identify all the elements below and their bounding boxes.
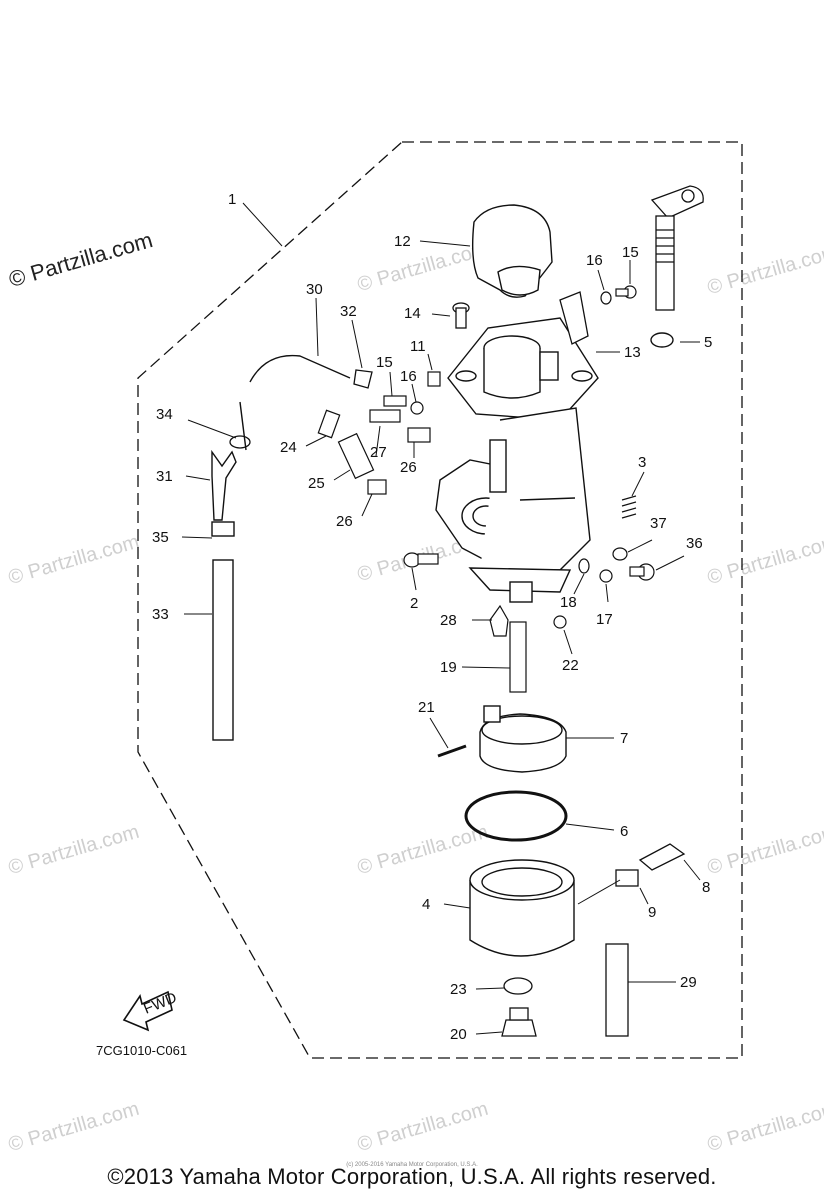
part-3-spring	[621, 495, 637, 519]
part-25	[337, 432, 375, 480]
small-parts-left	[317, 371, 441, 495]
part-15-screw-b	[383, 395, 407, 407]
part-11	[427, 371, 441, 387]
part-15-screw	[615, 285, 637, 299]
label-part-15: 15	[622, 244, 639, 261]
label-part-31: 31	[156, 468, 173, 485]
carburetor-body	[435, 407, 591, 603]
hoses-left	[211, 354, 351, 741]
part-6-gasket	[464, 790, 568, 842]
part-labels: 1 2 3 4 5 6 7 8 9 11 12 13 14 15 15 16 1…	[152, 191, 712, 1043]
part-7-float	[479, 705, 567, 773]
part-16-washer-b	[410, 401, 424, 415]
label-part-15b: 15	[376, 354, 393, 371]
label-part-16b: 16	[400, 368, 417, 385]
label-part-1: 1	[228, 191, 236, 208]
label-part-36: 36	[686, 535, 703, 552]
small-parts-right	[403, 547, 655, 629]
label-part-17: 17	[596, 611, 613, 628]
needle-and-jet	[489, 604, 527, 693]
part-21-pin	[437, 744, 467, 758]
part-16-washer	[600, 291, 612, 305]
label-part-26b: 26	[400, 459, 417, 476]
label-part-33: 33	[152, 606, 169, 623]
throttle-shaft	[650, 185, 704, 311]
label-part-4: 4	[422, 896, 430, 913]
fwd-arrow: FWD	[122, 989, 179, 1032]
label-part-5: 5	[704, 334, 712, 351]
part-13-upper-body	[447, 317, 599, 421]
label-part-12: 12	[394, 233, 411, 250]
label-part-25: 25	[308, 475, 325, 492]
label-part-28: 28	[440, 612, 457, 629]
label-part-29: 29	[680, 974, 697, 991]
part-32-clamp	[353, 369, 373, 389]
assembly-boundary	[137, 141, 743, 1059]
label-part-16: 16	[586, 252, 603, 269]
part-24	[317, 409, 341, 439]
label-part-3: 3	[638, 454, 646, 471]
part-4-float-bowl	[469, 859, 575, 957]
label-part-2: 2	[410, 595, 418, 612]
part-14-screw	[452, 302, 470, 329]
part-12-top-cover	[471, 204, 553, 298]
label-part-37: 37	[650, 515, 667, 532]
bottom-parts	[501, 843, 686, 1037]
label-part-6: 6	[620, 823, 628, 840]
part-5-washer	[650, 332, 674, 348]
label-part-26: 26	[336, 513, 353, 530]
label-part-13: 13	[624, 344, 641, 361]
label-part-27: 27	[370, 444, 387, 461]
label-part-19: 19	[440, 659, 457, 676]
label-part-35: 35	[152, 529, 169, 546]
part-34-clamp	[229, 435, 251, 449]
label-part-14: 14	[404, 305, 421, 322]
label-part-9: 9	[648, 904, 656, 921]
choke-bracket	[559, 291, 589, 345]
label-part-7: 7	[620, 730, 628, 747]
label-part-30: 30	[306, 281, 323, 298]
label-part-20: 20	[450, 1026, 467, 1043]
part-26-spring	[407, 427, 431, 443]
label-part-22: 22	[562, 657, 579, 674]
part-code: 7CG1010-C061	[96, 1043, 188, 1058]
label-part-18: 18	[560, 594, 577, 611]
label-part-32: 32	[340, 303, 357, 320]
small-note: (c) 2005-2016 Yamaha Motor Corporation, …	[346, 1162, 478, 1168]
copyright-footer: ©2013 Yamaha Motor Corporation, U.S.A. A…	[107, 1164, 717, 1189]
part-26-spring-b	[367, 479, 387, 495]
label-part-24: 24	[280, 439, 297, 456]
label-part-8: 8	[702, 879, 710, 896]
leader-lines	[181, 202, 701, 1035]
label-part-34: 34	[156, 406, 173, 423]
label-part-21: 21	[418, 699, 435, 716]
label-part-23: 23	[450, 981, 467, 998]
label-part-11: 11	[410, 338, 426, 355]
part-27	[369, 409, 401, 423]
